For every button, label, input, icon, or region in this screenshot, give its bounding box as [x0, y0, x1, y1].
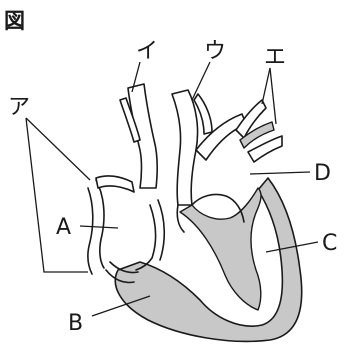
- label-B-chamber: B: [68, 311, 83, 336]
- label-A-chamber: A: [56, 215, 71, 240]
- label-C-chamber: C: [322, 231, 337, 256]
- figure-title: 図: [4, 9, 25, 33]
- heart-wall: [115, 178, 301, 341]
- label-u-vessel: ウ: [204, 39, 226, 64]
- label-a-vessel: ア: [8, 95, 30, 120]
- label-e-vessel: エ: [264, 45, 286, 70]
- label-D-chamber: D: [314, 161, 331, 186]
- label-i-vessel: イ: [136, 39, 158, 64]
